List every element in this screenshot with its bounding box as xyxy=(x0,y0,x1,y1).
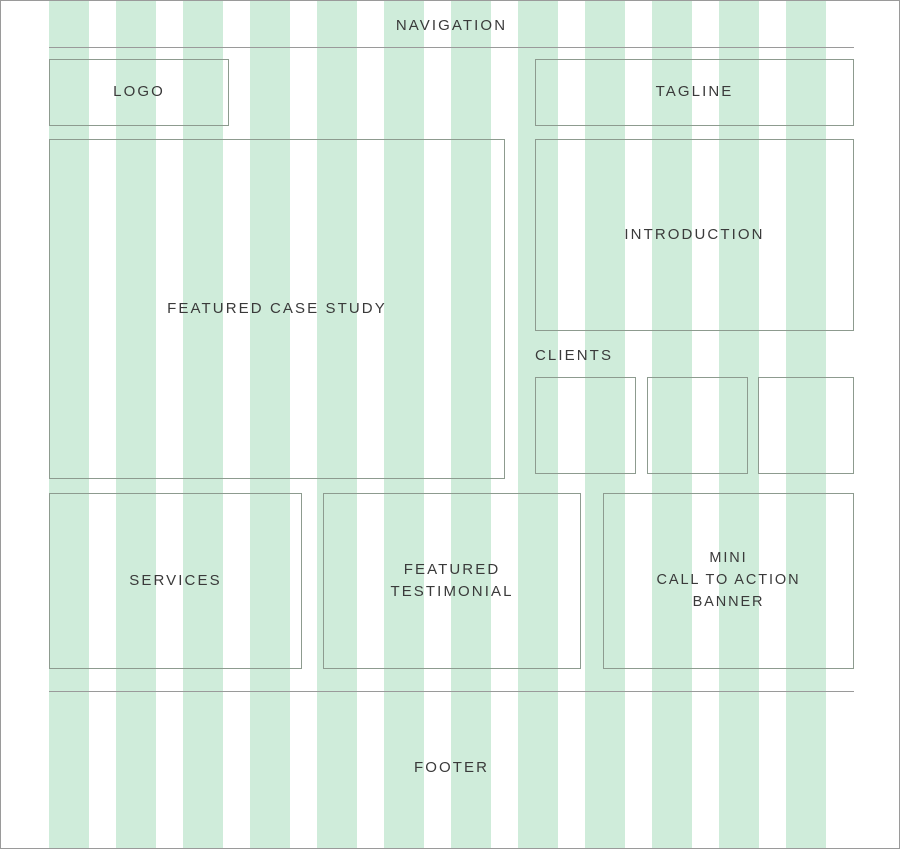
block-featured-case-study-label: FEATURED CASE STUDY xyxy=(167,299,387,317)
block-featured-case-study[interactable]: FEATURED CASE STUDY xyxy=(49,139,505,479)
block-footer-label: FOOTER xyxy=(413,758,490,776)
block-featured-testimonial-label: FEATURED TESTIMONIAL xyxy=(390,560,514,601)
block-mini-cta-banner[interactable]: MINI CALL TO ACTION BANNER xyxy=(603,493,854,669)
block-services[interactable]: SERVICES xyxy=(49,493,302,669)
block-featured-testimonial[interactable]: FEATURED TESTIMONIAL xyxy=(323,493,581,669)
block-logo[interactable]: LOGO xyxy=(49,59,229,126)
block-mini-cta-banner-label: MINI CALL TO ACTION BANNER xyxy=(656,550,801,610)
block-services-label: SERVICES xyxy=(129,571,222,589)
block-logo-label: LOGO xyxy=(113,83,165,101)
block-introduction-label: INTRODUCTION xyxy=(624,225,765,243)
client-logo-slot[interactable] xyxy=(535,377,636,474)
header-divider-rule xyxy=(49,47,854,48)
client-logo-slot[interactable] xyxy=(647,377,748,474)
block-navigation-label: NAVIGATION xyxy=(395,16,508,34)
client-logo-slot[interactable] xyxy=(758,377,854,474)
footer-divider-rule xyxy=(49,691,854,692)
block-navigation[interactable]: NAVIGATION xyxy=(49,5,854,47)
block-introduction[interactable]: INTRODUCTION xyxy=(535,139,854,331)
block-tagline-label: TAGLINE xyxy=(655,83,734,101)
block-footer[interactable]: FOOTER xyxy=(49,688,854,848)
block-clients-label: CLIENTS xyxy=(535,347,614,364)
block-tagline[interactable]: TAGLINE xyxy=(535,59,854,126)
